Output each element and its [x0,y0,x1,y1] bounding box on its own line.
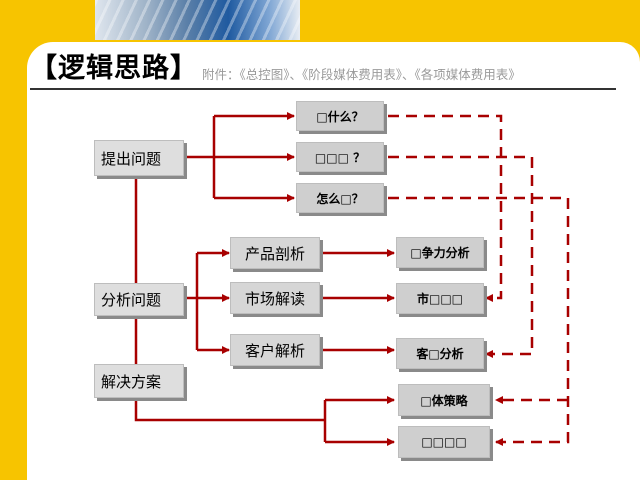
question-why-box: □□□ ？ [296,142,384,172]
question-what-box: □什么？ [296,101,384,131]
page-title: 【逻辑思路】 [30,53,198,84]
dashed-question-2-to-result-3 [388,155,534,358]
dashed-question-1-to-result-2 [388,114,503,302]
solution-strategy-box: □体策略 [398,384,490,416]
attachments-note: 附件：《总控图》、《阶段媒体费用表》、《各项媒体费用表》 [202,67,521,82]
result-competition-box: □争力分析 [396,237,484,268]
analysis-market-box: 市场解读 [230,282,320,314]
stage-raise-problem: 提出问题 [94,140,184,176]
result-market-box: 市□□□ [396,283,484,314]
dashed-question-3-to-solutions [388,196,570,446]
stage-solution: 解决方案 [94,364,184,398]
question-how-box: 怎么□？ [296,183,384,213]
title-divider [30,88,616,90]
stage-analyze-problem: 分析问题 [94,283,184,316]
analysis-customer-box: 客户解析 [230,334,320,366]
header-photo [95,0,300,40]
result-customer-box: 客□分析 [396,338,484,369]
connector-stage-spine-3 [134,398,325,422]
solution-plan-box: □□□□ [398,426,490,458]
analysis-product-box: 产品剖析 [230,237,320,269]
